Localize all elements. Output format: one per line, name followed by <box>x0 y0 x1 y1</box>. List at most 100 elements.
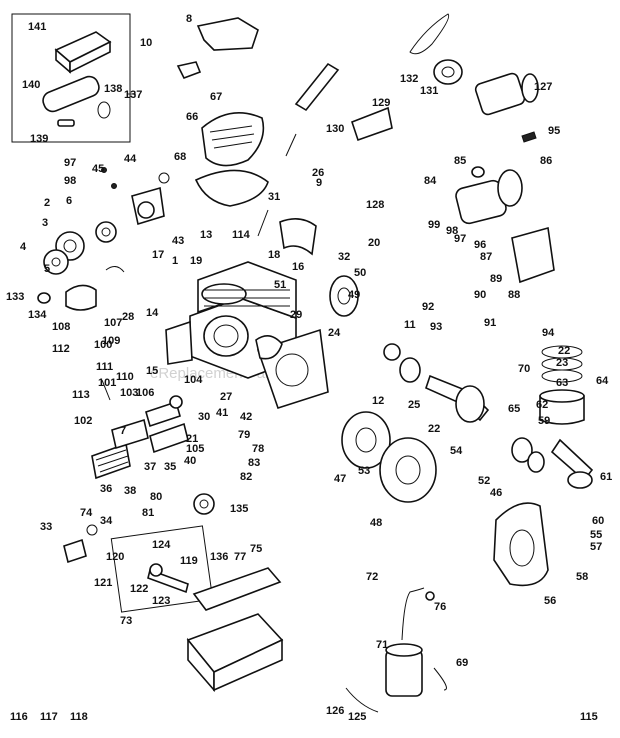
callout-label: 56 <box>544 595 556 607</box>
callout-label: 97 <box>454 233 466 245</box>
callout-label: 105 <box>186 443 204 455</box>
callout-label: 90 <box>474 289 486 301</box>
callout-label: 52 <box>478 475 490 487</box>
callout-label: 88 <box>508 289 520 301</box>
cylinder-shroud <box>493 502 549 587</box>
breather-parts <box>91 395 189 480</box>
callout-label: 125 <box>348 711 366 723</box>
callout-label: 141 <box>28 21 46 33</box>
callout-label: 83 <box>248 457 260 469</box>
callout-label: 108 <box>52 321 70 333</box>
starter-generator-parts <box>294 13 539 143</box>
callout-label: 2 <box>44 197 50 209</box>
callout-label: 91 <box>484 317 496 329</box>
callout-label: 106 <box>136 387 154 399</box>
callout-label: 54 <box>450 445 463 457</box>
callout-label: 57 <box>590 541 602 553</box>
callout-label: 37 <box>144 461 156 473</box>
callout-label: 107 <box>104 317 122 329</box>
callout-label: 113 <box>72 389 90 401</box>
callout-label: 62 <box>536 399 548 411</box>
callout-label: 5 <box>44 263 50 275</box>
callout-label: 82 <box>240 471 252 483</box>
callout-label: 29 <box>290 309 302 321</box>
callout-label: 10 <box>140 37 152 49</box>
callout-label: 55 <box>590 529 602 541</box>
callout-label: 42 <box>240 411 252 423</box>
callout-label: 75 <box>250 543 262 555</box>
blower-housing-parts <box>176 17 317 256</box>
callout-label: 120 <box>106 551 124 563</box>
callout-label: 21 <box>186 433 198 445</box>
callout-label: 36 <box>100 483 112 495</box>
callout-label: 79 <box>238 429 250 441</box>
callout-label: 6 <box>66 195 72 207</box>
callout-label: 7 <box>120 425 126 437</box>
callout-label: 31 <box>268 191 280 203</box>
gear-cover-parts <box>255 275 359 410</box>
ignition-coil-parts <box>345 587 447 713</box>
callout-label: 104 <box>184 374 203 386</box>
callout-label: 140 <box>22 79 40 91</box>
callout-label: 103 <box>120 387 138 399</box>
callout-label: 1 <box>172 255 178 267</box>
callout-label: 135 <box>230 503 248 515</box>
callout-label: 121 <box>94 577 112 589</box>
callout-label: 19 <box>190 255 202 267</box>
callout-label: 34 <box>100 515 113 527</box>
callout-label: 16 <box>292 261 304 273</box>
callout-label: 50 <box>354 267 366 279</box>
callout-label: 35 <box>164 461 176 473</box>
callout-label: 8 <box>186 13 192 25</box>
crankshaft-flywheel <box>341 343 545 503</box>
callout-label: 139 <box>30 133 48 145</box>
callout-label: 26 <box>312 167 324 179</box>
callout-label: 13 <box>200 229 212 241</box>
callout-label: 138 <box>104 83 122 95</box>
callout-label: 58 <box>576 571 588 583</box>
callout-label: 77 <box>234 551 246 563</box>
callout-label: 33 <box>40 521 52 533</box>
callout-label: 30 <box>198 411 210 423</box>
callout-label: 72 <box>366 571 378 583</box>
callout-label: 9 <box>316 177 322 189</box>
callout-label: 28 <box>122 311 134 323</box>
callout-label: 14 <box>146 307 159 319</box>
callout-label: 71 <box>376 639 388 651</box>
callout-label: 99 <box>428 219 440 231</box>
callout-label: 97 <box>64 157 76 169</box>
callout-label: 93 <box>430 321 442 333</box>
callout-label: 109 <box>102 335 120 347</box>
callout-label: 69 <box>456 657 468 669</box>
callout-label: 66 <box>186 111 198 123</box>
callout-label: 117 <box>40 711 58 723</box>
callout-label: 73 <box>120 615 132 627</box>
callout-label: 137 <box>124 89 142 101</box>
callout-label: 130 <box>326 123 344 135</box>
callout-label: 64 <box>596 375 609 387</box>
callout-label: 61 <box>600 471 612 483</box>
callout-label: 115 <box>580 711 598 723</box>
callout-label: 25 <box>408 399 420 411</box>
callout-label: 22 <box>428 423 440 435</box>
callout-label: 68 <box>174 151 186 163</box>
callout-label: 128 <box>366 199 384 211</box>
callout-label: 27 <box>220 391 232 403</box>
callout-label: 81 <box>142 507 154 519</box>
callout-label: 116 <box>10 711 28 723</box>
callout-label: 92 <box>422 301 434 313</box>
callout-label: 18 <box>268 249 280 261</box>
callout-label: 85 <box>454 155 466 167</box>
callout-label: 80 <box>150 491 162 503</box>
callout-label: 20 <box>368 237 380 249</box>
callout-label: 3 <box>42 217 48 229</box>
callout-label: 70 <box>518 363 530 375</box>
callout-label: 12 <box>372 395 384 407</box>
callout-label: 63 <box>556 377 568 389</box>
fuel-filter-assembly <box>455 166 555 284</box>
callout-label: 110 <box>116 371 134 383</box>
callout-label: 49 <box>348 289 360 301</box>
callout-label: 96 <box>474 239 486 251</box>
callout-label: 45 <box>92 163 104 175</box>
